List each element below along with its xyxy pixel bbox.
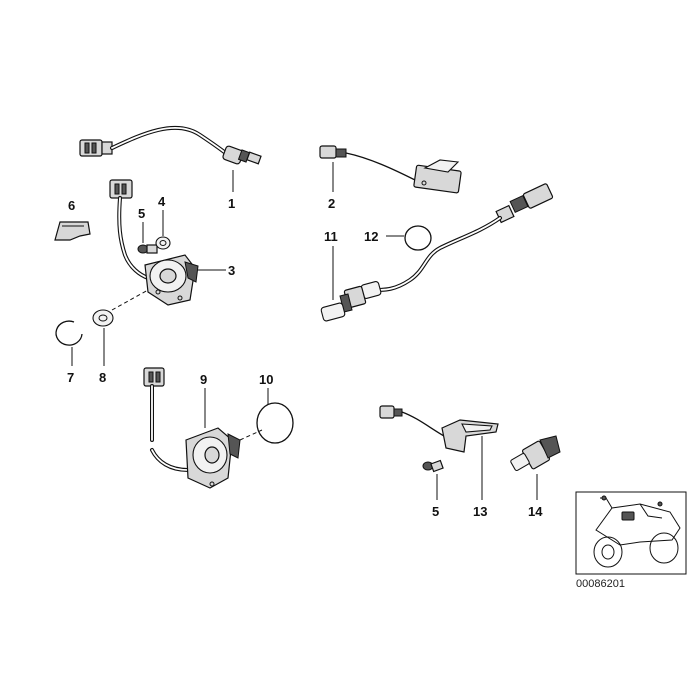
- label-13: 13: [473, 504, 487, 519]
- label-10: 10: [259, 372, 273, 387]
- part-12-o-ring[interactable]: [404, 225, 432, 251]
- part-7-snap-ring[interactable]: [55, 320, 83, 346]
- part-6-clip[interactable]: [54, 221, 91, 241]
- part-5-screw-lower[interactable]: [422, 459, 444, 473]
- part-9-sensor[interactable]: [143, 367, 241, 489]
- label-2: 2: [328, 196, 335, 211]
- label-5-lower: 5: [432, 504, 439, 519]
- part-1-sensor-cable[interactable]: [79, 125, 262, 165]
- part-3-sensor-housing[interactable]: [109, 179, 199, 306]
- label-5-upper: 5: [138, 206, 145, 221]
- label-4: 4: [158, 194, 166, 209]
- thumbnail-box: [575, 491, 687, 575]
- part-10-o-ring[interactable]: [256, 402, 294, 444]
- label-1: 1: [228, 196, 235, 211]
- diagram-code: 00086201: [576, 578, 625, 590]
- label-9: 9: [200, 372, 207, 387]
- label-12: 12: [364, 229, 378, 244]
- part-13-sensor-bracket[interactable]: [379, 405, 499, 453]
- label-11: 11: [324, 229, 338, 244]
- part-14-pressure-switch[interactable]: [510, 435, 561, 472]
- label-14: 14: [528, 504, 543, 519]
- part-8-washer[interactable]: [92, 309, 114, 327]
- label-3: 3: [228, 263, 235, 278]
- motorcycle-icon: [593, 495, 681, 568]
- label-7: 7: [67, 370, 74, 385]
- part-4-washer[interactable]: [155, 236, 171, 250]
- part-11-oxygen-sensor[interactable]: [320, 183, 554, 322]
- part-5-screw-upper[interactable]: [137, 244, 158, 254]
- part-2-switch[interactable]: [319, 145, 462, 194]
- label-8: 8: [99, 370, 106, 385]
- label-6: 6: [68, 198, 75, 213]
